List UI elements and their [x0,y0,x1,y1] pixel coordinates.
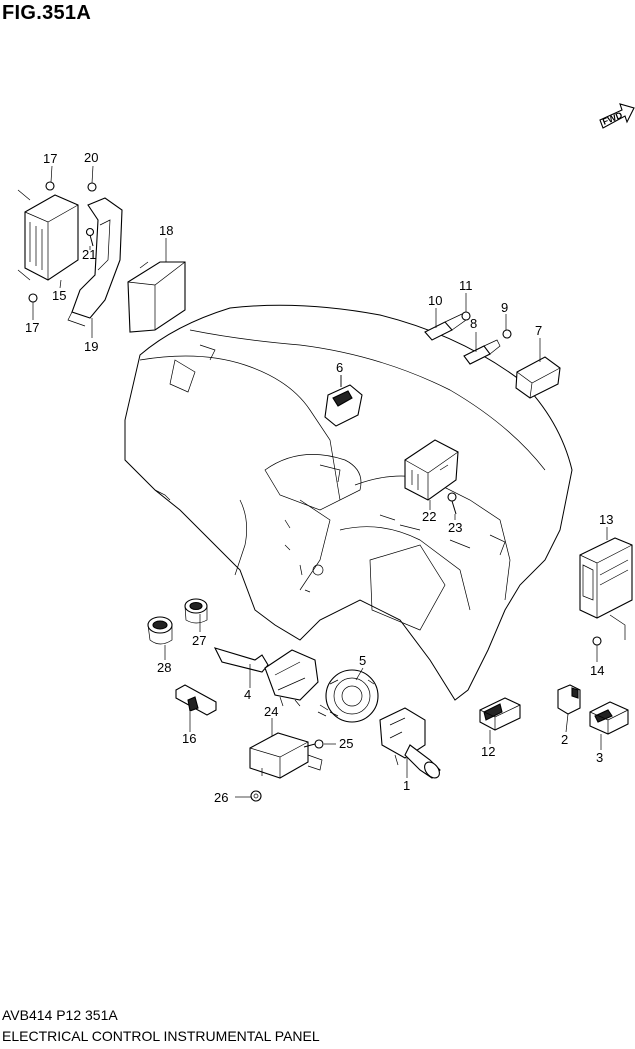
callout-21: 21 [82,247,96,262]
part-11-nut [461,311,471,321]
callout-12: 12 [481,744,495,759]
part-28-socket [147,616,173,645]
callout-4: 4 [244,687,251,702]
callout-11: 11 [459,278,473,293]
part-16-bracket [175,684,217,716]
part-14-nut [592,636,602,646]
part-12-switch [479,697,521,731]
callout-23: 23 [448,520,462,535]
callout-10: 10 [428,293,442,308]
part-19-bracket [67,197,123,327]
callout-17-top: 17 [43,151,57,166]
callout-22: 22 [422,509,436,524]
part-15-module [17,189,79,281]
part-4-combination-switch [213,647,319,707]
part-22-module [404,439,459,501]
callout-7: 7 [535,323,542,338]
part-9-nut [502,329,512,339]
figure-title: FIG.351A [2,2,92,24]
callout-20: 20 [84,150,98,165]
callout-14: 14 [590,663,604,678]
callout-25: 25 [339,736,353,751]
fwd-label: FWD [601,110,624,127]
callout-9: 9 [501,300,508,315]
part-2-switch [557,684,581,715]
part-17-nut-bottom [28,293,38,303]
part-24-sensor [249,732,323,779]
part-6-switch [324,375,363,427]
callout-26: 26 [214,790,228,805]
leader-lines [32,165,608,798]
callout-15: 15 [52,288,66,303]
part-7-relay [515,356,561,399]
part-23-bolt [447,492,457,515]
part-10-sensor [424,313,467,341]
callout-18: 18 [159,223,173,238]
callout-28: 28 [157,660,171,675]
callout-1: 1 [403,778,410,793]
callout-6: 6 [336,360,343,375]
part-26-nut [250,790,262,802]
callout-19: 19 [84,339,98,354]
part-3-switch [589,701,629,735]
callout-16: 16 [182,731,196,746]
part-25-bolt [303,739,324,749]
callout-17-bottom: 17 [25,320,39,335]
callout-8: 8 [470,316,477,331]
callout-13: 13 [599,512,613,527]
fwd-arrow-icon: FWD [599,103,635,129]
part-21-bolt [85,227,95,247]
callout-5: 5 [359,653,366,668]
footer-description: ELECTRICAL CONTROL INSTRUMENTAL PANEL [2,1028,320,1044]
callout-27: 27 [192,633,206,648]
callout-24: 24 [264,704,278,719]
part-27-socket [184,598,208,624]
part-1-wiper-switch [379,707,441,779]
callout-3: 3 [596,750,603,765]
part-13-control-module [579,537,633,640]
callout-2: 2 [561,732,568,747]
callout-labels: 17 20 21 15 17 19 18 10 11 8 9 7 6 22 23… [25,150,613,805]
part-8-sensor [463,339,501,365]
part-17-nut-top [45,181,55,191]
part-5-clock-spring [317,669,379,723]
footer-code: AVB414 P12 351A [2,1007,118,1023]
part-20-nut [87,182,97,192]
part-18-module [127,261,186,333]
